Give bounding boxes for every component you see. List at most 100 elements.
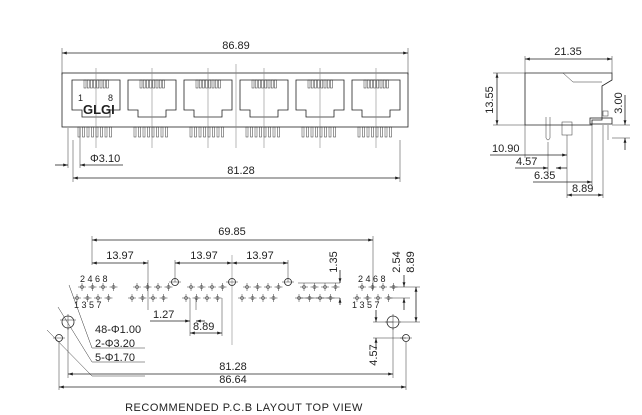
rj45-port — [351, 68, 401, 148]
contact — [158, 79, 162, 89]
pin-hole — [264, 283, 272, 291]
contact — [162, 79, 165, 89]
group-width-label: 8.89 — [193, 321, 214, 333]
port-opening — [351, 79, 401, 118]
pin-hole — [109, 283, 118, 291]
pin — [380, 126, 383, 138]
port-opening — [295, 79, 345, 118]
pin-hole — [143, 283, 152, 291]
pin-hole — [358, 283, 366, 291]
contact — [211, 79, 215, 89]
contact — [366, 79, 370, 89]
contact — [261, 79, 264, 89]
contact — [254, 79, 258, 89]
pin — [328, 126, 332, 138]
contact — [330, 79, 333, 89]
pin-hole — [208, 283, 216, 291]
contact — [270, 79, 274, 89]
contact — [373, 79, 376, 89]
contact — [264, 79, 268, 89]
pin-hole — [213, 294, 222, 302]
contact — [251, 79, 255, 89]
contact — [102, 79, 106, 89]
pin-hole — [78, 283, 86, 291]
pin — [100, 126, 103, 138]
pin-hole — [94, 294, 102, 302]
pin — [156, 126, 159, 138]
shield-hole — [169, 278, 181, 286]
contact — [379, 79, 383, 89]
top-offset-label: 3.00 — [613, 92, 625, 113]
pin-hole — [300, 283, 308, 291]
contact — [218, 79, 221, 89]
contact — [370, 79, 373, 89]
contact — [323, 79, 327, 89]
pin — [109, 126, 112, 138]
contact — [382, 79, 386, 89]
contact — [152, 79, 156, 89]
pin-hole — [218, 283, 227, 291]
contact — [155, 79, 159, 89]
contact — [310, 79, 314, 89]
pin — [82, 126, 85, 138]
pin — [250, 126, 253, 138]
pin-hole — [149, 294, 157, 302]
contact — [208, 79, 212, 89]
pin-labels-bottom-left: 1 3 5 7 — [74, 300, 102, 310]
pin-1-label: 1 — [78, 93, 83, 103]
contact — [90, 79, 93, 89]
pin-hole — [73, 294, 81, 302]
pin-hole — [310, 283, 319, 291]
contact — [149, 79, 152, 89]
contact — [314, 79, 317, 89]
contact — [274, 79, 277, 89]
front-view: 86.89 1 8 GLGI Φ3.10 81.28 — [55, 40, 409, 182]
pin-span-label: 81.28 — [227, 165, 255, 177]
contact — [106, 79, 109, 89]
contact — [96, 79, 100, 89]
rj45-port — [71, 68, 121, 148]
port-opening — [127, 79, 177, 118]
dim-4-57-label: 4.57 — [516, 156, 537, 168]
pin — [142, 126, 146, 138]
pin — [91, 126, 94, 138]
pin-hole — [133, 283, 141, 291]
pin-hole — [379, 283, 387, 291]
port-opening — [239, 79, 289, 118]
pin — [245, 126, 249, 138]
contact — [83, 79, 87, 89]
pcb-layout: 69.85 13.97 13.97 13.97 2 4 6 8 1 3 5 7 … — [46, 226, 420, 414]
contact — [320, 79, 324, 89]
port-pitch-label-2: 13.97 — [190, 250, 218, 262]
pin-hole — [83, 294, 92, 302]
pin — [371, 126, 374, 138]
pin-hole — [253, 283, 262, 291]
outer-span-label: 86.64 — [219, 374, 247, 386]
pin — [333, 126, 336, 138]
pin-hole — [182, 294, 190, 302]
row-offset-label: 1.35 — [328, 251, 340, 272]
pin-hole — [192, 294, 201, 302]
contact — [86, 79, 90, 89]
pin — [133, 126, 137, 138]
pin-hole — [164, 283, 173, 291]
pin — [389, 126, 392, 138]
pin — [165, 126, 168, 138]
side-body — [524, 72, 613, 126]
contact — [202, 79, 205, 89]
pin — [104, 126, 108, 138]
pin — [384, 126, 388, 138]
contact — [198, 79, 202, 89]
rj45-ports — [71, 68, 401, 148]
pin — [263, 126, 267, 138]
pin-hole — [368, 283, 377, 291]
overall-width-label: 86.89 — [222, 40, 250, 52]
rj45-port — [127, 68, 177, 148]
pin-hole — [248, 294, 257, 302]
side-view: 21.35 13.55 3.00 10.90 4.57 6.35 8.89 — [484, 46, 630, 198]
contact — [307, 79, 311, 89]
contact — [326, 79, 330, 89]
dim-6-35-label: 6.35 — [534, 170, 555, 182]
layout-caption: RECOMMENDED P.C.B LAYOUT TOP VIEW — [125, 402, 363, 414]
pin — [86, 126, 90, 138]
